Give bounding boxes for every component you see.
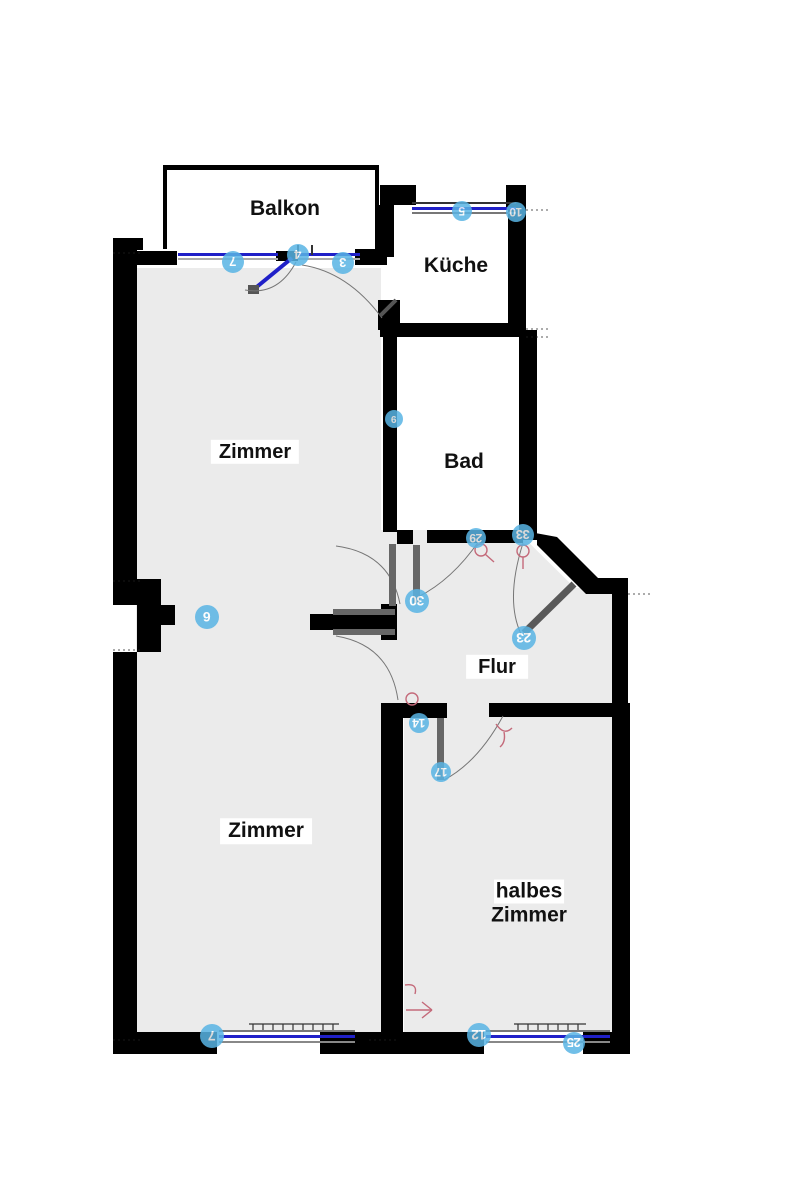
balkon-wall-right (375, 165, 379, 249)
wall-kueche-left-upper (378, 205, 394, 257)
wall-left-upper (113, 244, 137, 579)
wall-right-outer (612, 703, 630, 1037)
marker-window-se-right[interactable]: 25 (563, 1032, 585, 1054)
wall-left-top-return (113, 238, 143, 250)
marker-bad-wall[interactable]: 9 (385, 410, 403, 428)
marker-flur-door[interactable]: 23 (512, 626, 536, 650)
balkon-wall-left (163, 165, 167, 249)
wall-flur-diagonal (519, 530, 628, 594)
wall-bad-left (383, 330, 397, 532)
wall-kueche-top-left (380, 185, 416, 205)
marker-kueche-window-r[interactable]: 10 (506, 202, 526, 222)
wall-kueche-right (508, 185, 526, 333)
marker-halbes-door-b[interactable]: 17 (431, 762, 451, 782)
wall-kueche-bottom (380, 323, 526, 337)
walls (113, 165, 630, 1054)
door-kueche (301, 264, 398, 319)
wall-kueche-left-lower (378, 300, 400, 330)
marker-zimmer-west[interactable]: 6 (195, 605, 219, 629)
door-zimmer-nord (333, 544, 401, 615)
door-balkon (244, 256, 297, 294)
marker-zimmer-door[interactable]: 30 (405, 589, 429, 613)
flur-fill (381, 530, 624, 712)
door-halbes-zimmer (437, 715, 504, 781)
marker-window-se-left[interactable]: 12 (467, 1023, 491, 1047)
marker-balkon-door-right[interactable]: 3 (332, 252, 354, 274)
wall-bad-bottom-left (397, 530, 413, 544)
marker-flur-corner[interactable]: 33 (512, 524, 534, 546)
wall-halbes-left (381, 703, 403, 1037)
annotation-flur-right (495, 723, 513, 748)
dimension-ticks (113, 209, 650, 1041)
wall-flur-right (612, 578, 628, 714)
kueche-fill (394, 205, 522, 325)
annotation-halbes-b (406, 1001, 433, 1019)
wall-bottom-right-stub (398, 1032, 484, 1054)
annotation-halbes-a (404, 984, 417, 995)
annotations (404, 543, 530, 1019)
marker-balkon-door-left[interactable]: 7 (222, 251, 244, 273)
door-zimmer-sued (333, 629, 399, 701)
room-fills (136, 167, 624, 1032)
balkon-wall-top (163, 165, 379, 170)
wall-left-notch-a (113, 579, 137, 605)
marker-halbes-door-a[interactable]: 14 (409, 713, 429, 733)
annotation-flur-left (405, 692, 419, 706)
wall-bottom-left (113, 1032, 217, 1054)
wall-left-notch-d (137, 625, 161, 652)
window-zimmer-sued (219, 1023, 355, 1043)
window-halbes-zimmer (486, 1023, 610, 1043)
doors (244, 256, 577, 781)
wall-left-notch-b (137, 579, 161, 605)
marker-balkon-door-mid[interactable]: 4 (287, 244, 309, 266)
wall-left-notch-c (137, 605, 175, 625)
zimmer-fill (136, 268, 381, 1032)
wall-north-left-stub (137, 251, 177, 265)
balkon-fill (165, 167, 377, 247)
wall-flur-bottom (489, 703, 628, 717)
wall-bad-right (519, 330, 537, 540)
wall-left-lower (113, 652, 137, 1034)
marker-bad-door[interactable]: 29 (466, 528, 486, 548)
wall-halbes-top (381, 703, 447, 718)
marker-window-sw[interactable]: 7 (200, 1024, 224, 1048)
wall-flur-left-stub (310, 614, 396, 630)
bad-fill (398, 335, 520, 530)
marker-kueche-window-l[interactable]: 5 (452, 201, 472, 221)
